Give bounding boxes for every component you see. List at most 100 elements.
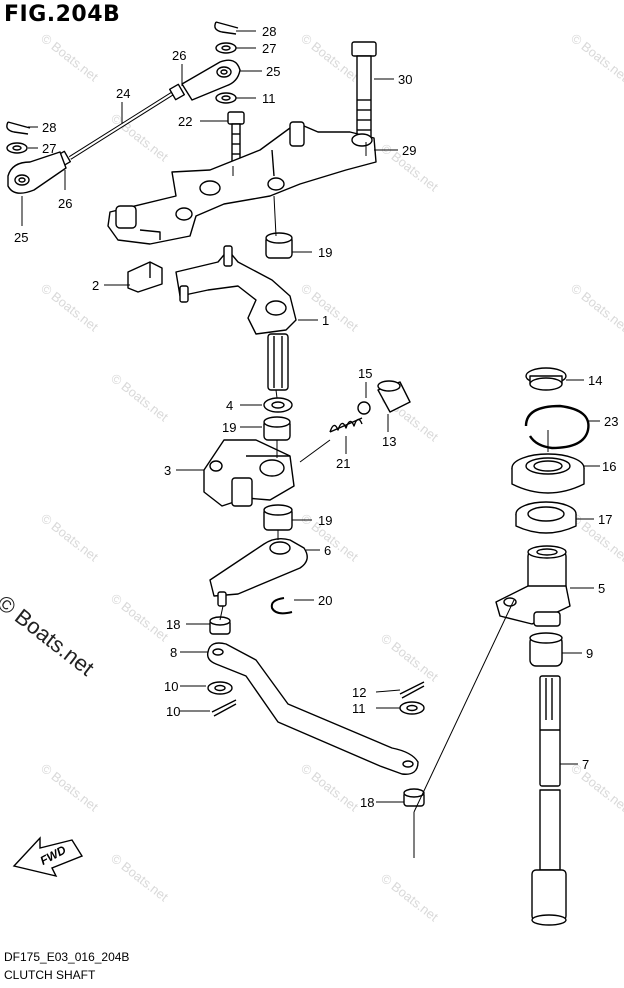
part-26-nut-upper [168,83,186,101]
callout-4: 4 [226,398,233,413]
callout-2: 2 [92,278,99,293]
part-19-bushing-middle [263,416,291,441]
part-11-cotter-pin [211,699,237,717]
part-28-clip-upper [214,21,239,35]
callout-10: 10 [166,704,180,719]
callout-11: 11 [262,91,276,106]
part-25-rod-end-upper [181,59,241,101]
part-23-snap-ring [524,404,590,450]
callout-23: 23 [604,414,618,429]
watermark-1: © Boats.net [298,31,361,85]
callout-13: 13 [382,434,396,449]
parts-layer [6,21,590,926]
part-11-washer-upper [215,92,237,104]
callout-22: 22 [178,114,192,129]
callout-27: 27 [42,141,56,156]
watermark-13: © Boats.net [108,591,171,645]
callout-12: 12 [352,685,366,700]
part-22-bolt [227,111,245,165]
part-5-housing [495,545,571,627]
callout-30: 30 [398,72,412,87]
part-24-rod [68,88,180,160]
part-25-rod-end-lower [7,151,67,194]
part-27-washer-upper [215,42,237,54]
model-code: DF175_E03_016_204B [4,950,130,964]
part-10-washer-left [207,681,233,695]
callout-27: 27 [262,41,276,56]
part-15-ball [357,401,371,415]
watermark-0: © Boats.net [38,31,101,85]
part-14-plug [525,367,567,391]
watermark-6: © Boats.net [298,281,361,335]
part-9-bushing [529,632,563,667]
figure-title: FIG.204B [4,2,121,27]
callout-16: 16 [602,459,616,474]
part-13-sleeve [377,380,411,413]
callout-24: 24 [116,86,130,101]
part-30-bolt [351,41,377,143]
part-8-link-rod [206,642,419,775]
callout-6: 6 [324,543,331,558]
part-3-shifter [203,439,295,507]
callout-18: 18 [166,617,180,632]
callout-28: 28 [42,120,56,135]
watermark-14: © Boats.net [378,631,441,685]
callout-7: 7 [582,757,589,772]
callout-19: 19 [222,420,236,435]
part-7-clutch-shaft [531,675,567,926]
part-2-clip [127,261,163,293]
callout-19: 19 [318,513,332,528]
callout-21: 21 [336,456,350,471]
part-21-spring [329,417,363,433]
callout-10: 10 [164,679,178,694]
part-12-cotter-pin [399,681,425,699]
watermark-15: © Boats.net [38,761,101,815]
watermark-10: © Boats.net [38,511,101,565]
part-6-lever [209,537,308,607]
part-16-bearing [511,453,585,494]
callout-19: 19 [318,245,332,260]
part-28-clip-lower [6,121,31,135]
part-19-bushing-top [265,232,293,259]
callout-8: 8 [170,645,177,660]
callout-15: 15 [358,366,372,381]
callout-25: 25 [14,230,28,245]
watermark-17: © Boats.net [568,761,624,815]
part-4-washer [263,397,293,413]
watermark-18: © Boats.net [108,851,171,905]
callout-9: 9 [586,646,593,661]
callout-18: 18 [360,795,374,810]
callout-25: 25 [266,64,280,79]
part-19-bushing-lower [263,504,293,531]
callout-11: 11 [352,701,366,716]
part-1-clutch-lever [175,245,297,391]
callout-1: 1 [322,313,329,328]
watermark-2: © Boats.net [568,31,624,85]
watermark-3: © Boats.net [108,111,171,165]
watermark-16: © Boats.net [298,761,361,815]
callout-20: 20 [318,593,332,608]
watermark-8: © Boats.net [108,371,171,425]
figure-name: CLUTCH SHAFT [4,968,96,982]
fwd-arrow: FWD [12,836,84,878]
part-29-bracket [107,121,377,245]
callout-14: 14 [588,373,602,388]
callout-5: 5 [598,581,605,596]
callout-29: 29 [402,143,416,158]
callout-26: 26 [58,196,72,211]
callout-17: 17 [598,512,612,527]
callout-28: 28 [262,24,276,39]
part-27-washer-lower [6,142,28,154]
callout-26: 26 [172,48,186,63]
part-10-washer-right [399,701,425,715]
callout-leaders [21,30,600,803]
part-17-seal [515,501,577,534]
callout-3: 3 [164,463,171,478]
assembly-lines [219,142,549,858]
part-20-circlip [270,597,293,615]
watermark-7: © Boats.net [568,281,624,335]
watermark-19: © Boats.net [378,871,441,925]
